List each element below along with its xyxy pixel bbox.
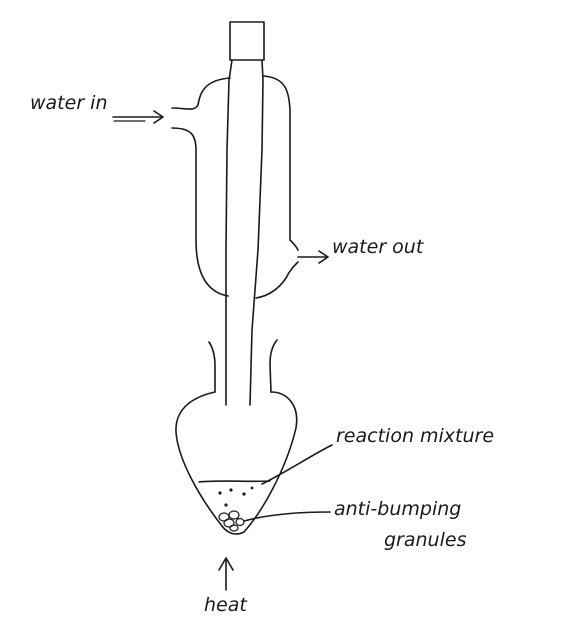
- water-in-label: water in: [30, 92, 108, 114]
- condenser-jacket: [171, 75, 299, 299]
- heat-label: heat: [204, 594, 247, 616]
- anti-bumping-label: anti-bumping: [334, 498, 462, 520]
- reaction-mixture-leader: [261, 444, 333, 485]
- anti-bumping-granules: [218, 510, 245, 532]
- flask-neck: [208, 339, 278, 393]
- reaction-mixture-surface: [198, 480, 271, 507]
- water-out-label: water out: [332, 236, 424, 258]
- pear-shaped-flask: [175, 391, 298, 535]
- heat-arrow: [218, 557, 234, 591]
- inner-condenser-tube: [225, 59, 264, 406]
- water-out-arrow: [297, 250, 329, 264]
- granules-label: granules: [384, 529, 467, 551]
- reaction-mixture-label: reaction mixture: [336, 425, 495, 447]
- granules-leader: [243, 511, 331, 522]
- stopper: [229, 21, 265, 61]
- water-in-arrow: [112, 110, 164, 124]
